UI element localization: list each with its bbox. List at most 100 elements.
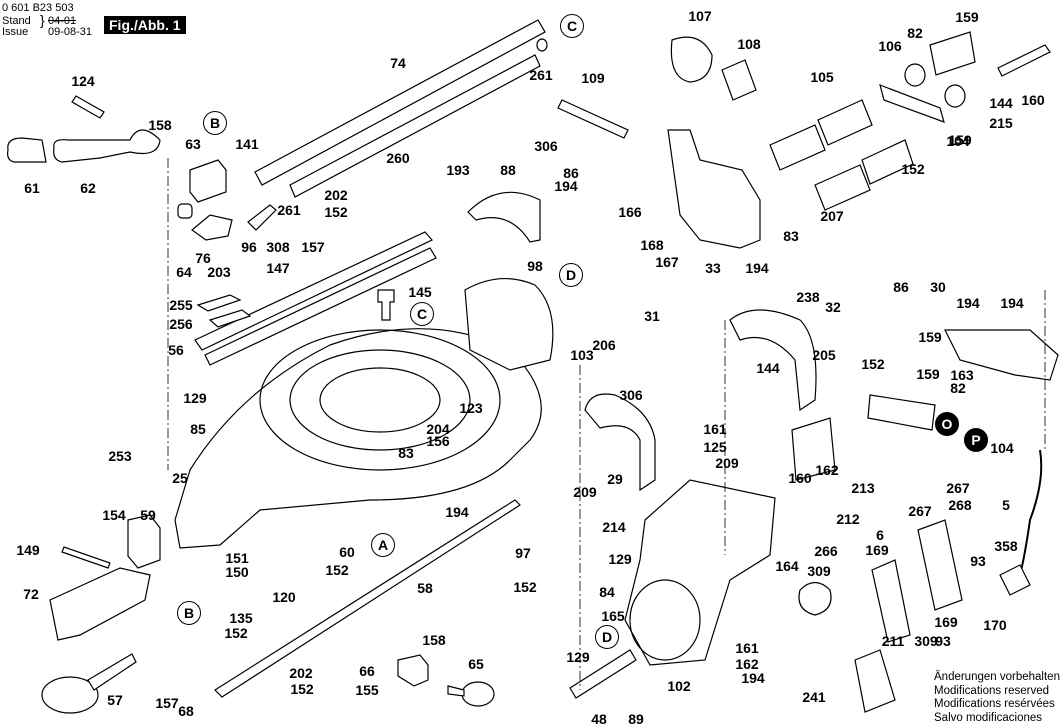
part-label-267: 267	[908, 503, 932, 519]
handle-cap-61	[7, 137, 47, 163]
ref-marker-p: P	[964, 428, 988, 452]
lock-lever-72	[49, 567, 151, 641]
note-en: Modifications reserved	[934, 684, 1050, 697]
part-label-103: 103	[570, 347, 594, 363]
part-label-144: 144	[756, 360, 780, 376]
knob-164	[798, 581, 832, 616]
part-label-5: 5	[1002, 497, 1010, 513]
part-label-212: 212	[836, 511, 860, 527]
part-label-169: 169	[934, 614, 958, 630]
part-label-6: 6	[876, 527, 884, 543]
bolt-149	[61, 546, 111, 569]
part-label-194: 194	[956, 295, 980, 311]
part-label-151: 151	[225, 550, 249, 566]
part-label-98: 98	[527, 258, 543, 274]
part-label-207: 207	[820, 208, 844, 224]
part-label-194: 194	[1000, 295, 1024, 311]
part-label-159: 159	[955, 9, 979, 25]
part-label-62: 62	[80, 180, 96, 196]
part-label-74: 74	[390, 55, 406, 71]
part-label-104: 104	[946, 133, 970, 149]
part-label-306: 306	[534, 138, 558, 154]
issue-date: 09-08-31	[48, 26, 93, 38]
part-label-160: 160	[788, 470, 812, 486]
part-label-152: 152	[513, 579, 537, 595]
bushing-64	[177, 203, 193, 219]
part-label-104: 104	[990, 440, 1014, 456]
ref-marker-d: D	[559, 263, 583, 287]
washer-159-top	[904, 63, 926, 87]
part-label-152: 152	[224, 625, 248, 641]
part-label-64: 64	[176, 264, 192, 280]
part-label-194: 194	[445, 504, 469, 520]
part-label-129: 129	[566, 649, 590, 665]
part-label-88: 88	[500, 162, 516, 178]
part-label-158: 158	[422, 632, 446, 648]
part-label-97: 97	[515, 545, 531, 561]
part-label-129: 129	[608, 551, 632, 567]
label-255	[196, 294, 242, 312]
note-fr: Modifications resérvées	[934, 698, 1055, 710]
block-59	[127, 514, 161, 569]
base-25	[174, 328, 542, 549]
note-es: Salvo modificaciones	[934, 711, 1043, 724]
part-label-194: 194	[554, 178, 578, 194]
rod-58	[214, 499, 521, 698]
fence-56	[194, 231, 437, 366]
guide-rod-74	[254, 19, 546, 186]
handle-32	[729, 309, 817, 412]
part-label-211: 211	[881, 633, 905, 649]
plug-5	[999, 564, 1031, 596]
part-label-152: 152	[901, 161, 925, 177]
part-label-57: 57	[107, 692, 123, 708]
plate-93	[871, 559, 911, 643]
old-date: 04-01	[48, 15, 77, 27]
part-label-30: 30	[930, 279, 946, 295]
part-label-169: 169	[865, 542, 889, 558]
tube-105b	[817, 99, 873, 146]
part-label-155: 155	[355, 682, 379, 698]
washer-159-b	[944, 84, 966, 108]
sleeve-108	[721, 59, 757, 101]
ref-marker-o: O	[935, 412, 959, 436]
part-label-144: 144	[989, 95, 1013, 111]
part-label-66: 66	[359, 663, 375, 679]
washer-261-top	[536, 38, 548, 52]
part-label-60: 60	[339, 544, 355, 560]
handle-31	[584, 393, 656, 492]
part-label-159: 159	[918, 329, 942, 345]
part-label-56: 56	[168, 342, 184, 358]
part-label-32: 32	[825, 299, 841, 315]
part-label-83: 83	[398, 445, 414, 461]
part-label-147: 147	[266, 260, 290, 276]
part-label-145: 145	[408, 284, 432, 300]
part-label-58: 58	[417, 580, 433, 596]
part-label-253: 253	[108, 448, 132, 464]
plate-169	[917, 519, 963, 611]
part-label-154: 154	[102, 507, 126, 523]
part-label-124: 124	[71, 73, 95, 89]
part-label-108: 108	[737, 36, 761, 52]
part-label-89: 89	[628, 711, 644, 727]
part-label-65: 65	[468, 656, 484, 672]
part-label-163: 163	[950, 367, 974, 383]
part-label-152: 152	[290, 681, 314, 697]
part-label-267: 267	[946, 480, 970, 496]
part-label-157: 157	[301, 239, 325, 255]
pin-124	[71, 95, 105, 119]
brace-icon: }	[40, 12, 45, 28]
support-30	[944, 329, 1059, 381]
part-label-29: 29	[607, 471, 623, 487]
spring-107	[670, 36, 713, 83]
part-label-159: 159	[948, 132, 972, 148]
part-label-209: 209	[573, 484, 597, 500]
cord-6	[1019, 449, 1043, 576]
knob-57	[41, 653, 137, 714]
motor-housing	[464, 277, 554, 371]
part-label-83: 83	[783, 228, 799, 244]
part-label-102: 102	[667, 678, 691, 694]
part-label-85: 85	[190, 421, 206, 437]
part-label-215: 215	[989, 115, 1013, 131]
part-label-86: 86	[893, 279, 909, 295]
